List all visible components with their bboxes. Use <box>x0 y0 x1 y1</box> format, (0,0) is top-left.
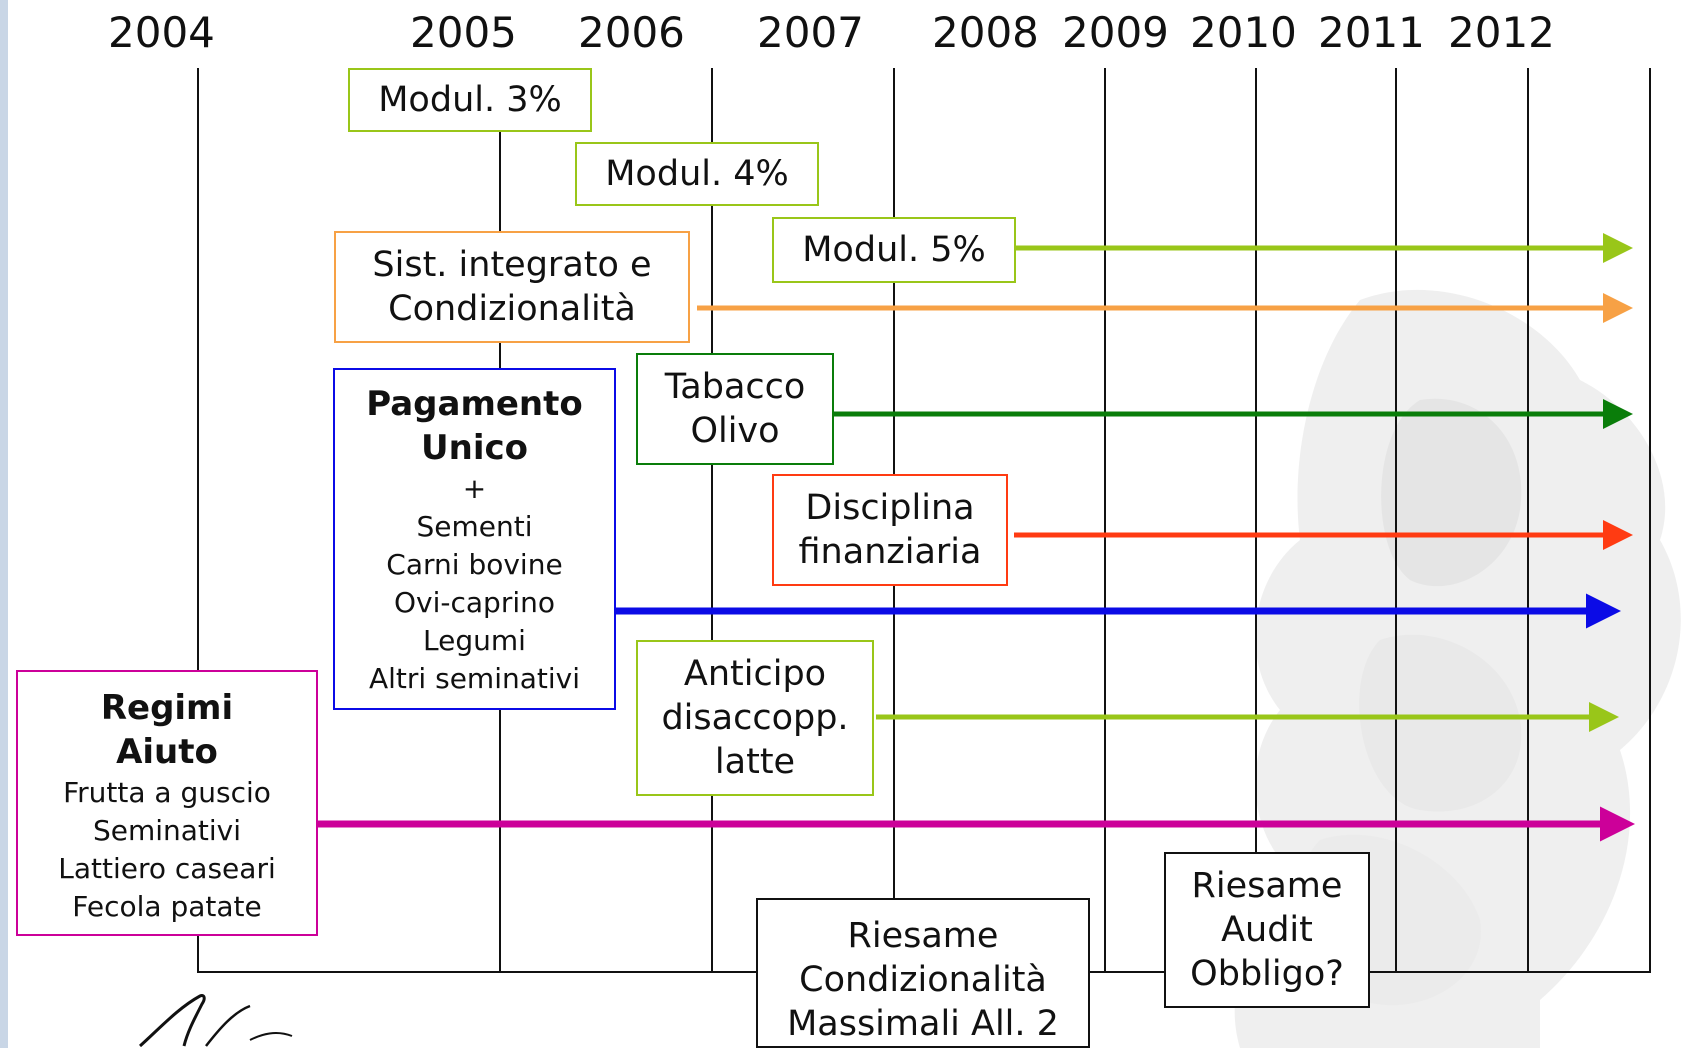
year-label-2004: 2004 <box>108 8 215 57</box>
modul-5-box: Modul. 5% <box>772 217 1016 283</box>
pagamento-title-2: Unico <box>421 428 528 468</box>
year-label-2007: 2007 <box>757 8 864 57</box>
sistema-line-2: Condizionalità <box>388 289 636 329</box>
pagamento-title-1: Pagamento <box>366 384 583 424</box>
pagamento-unico-box: Pagamento Unico + Sementi Carni bovine O… <box>333 368 616 710</box>
year-label-2009: 2009 <box>1062 8 1169 57</box>
year-label-2005: 2005 <box>410 8 517 57</box>
regimi-item-frutta: Frutta a guscio <box>63 776 271 809</box>
pagamento-item-altri-seminativi: Altri seminativi <box>369 662 580 695</box>
left-edge-bar <box>0 0 8 1048</box>
year-label-2006: 2006 <box>578 8 685 57</box>
riesame-audit-line-3: Obbligo? <box>1190 954 1344 994</box>
riesame-condizionalita-box: Riesame Condizionalità Massimali All. 2 <box>756 898 1090 1048</box>
year-label-2012: 2012 <box>1448 8 1555 57</box>
pagamento-item-sementi: Sementi <box>416 510 533 543</box>
tabacco-line-2: Olivo <box>690 411 780 451</box>
tabacco-line-1: Tabacco <box>664 367 806 407</box>
riesame-audit-line-1: Riesame <box>1191 866 1343 906</box>
anticipo-line-3: latte <box>714 742 796 782</box>
modul-3-text: Modul. 3% <box>378 80 562 120</box>
pagamento-item-ovi-caprino: Ovi-caprino <box>394 586 555 619</box>
handwritten-signature-logo <box>139 994 293 1048</box>
year-label-2011: 2011 <box>1318 8 1425 57</box>
regimi-title-1: Regimi <box>100 688 234 728</box>
riesame-cond-line-1: Riesame <box>847 916 999 956</box>
pagamento-item-plus: + <box>462 472 487 505</box>
pagamento-item-carni-bovine: Carni bovine <box>386 548 563 581</box>
riesame-audit-line-2: Audit <box>1221 910 1313 950</box>
sistema-line-1: Sist. integrato e <box>372 245 652 285</box>
anticipo-disaccopp-box: Anticipo disaccopp. latte <box>636 640 874 796</box>
regimi-item-lattiero: Lattiero caseari <box>58 852 276 885</box>
riesame-cond-line-2: Condizionalità <box>799 960 1047 1000</box>
regimi-aiuto-box: Regimi Aiuto Frutta a guscio Seminativi … <box>16 670 318 936</box>
sistema-integrato-box: Sist. integrato e Condizionalità <box>334 231 690 343</box>
riesame-audit-box: Riesame Audit Obbligo? <box>1164 852 1370 1008</box>
disciplina-finanziaria-box: Disciplina finanziaria <box>772 474 1008 586</box>
tabacco-olivo-box: Tabacco Olivo <box>636 353 834 465</box>
regimi-item-fecola: Fecola patate <box>72 890 262 923</box>
disciplina-line-2: finanziaria <box>798 532 982 572</box>
anticipo-line-2: disaccopp. <box>661 698 849 738</box>
modul-3-box: Modul. 3% <box>348 68 592 132</box>
anticipo-line-1: Anticipo <box>683 654 827 694</box>
modul-4-box: Modul. 4% <box>575 142 819 206</box>
pagamento-item-legumi: Legumi <box>423 624 526 657</box>
modul-4-text: Modul. 4% <box>605 154 789 194</box>
disciplina-line-1: Disciplina <box>805 488 975 528</box>
regimi-title-2: Aiuto <box>116 732 218 772</box>
modul-5-text: Modul. 5% <box>802 230 986 270</box>
riesame-cond-line-3: Massimali All. 2 <box>787 1004 1059 1044</box>
year-label-2008: 2008 <box>932 8 1039 57</box>
regimi-item-seminativi: Seminativi <box>92 814 242 847</box>
year-label-2010: 2010 <box>1190 8 1297 57</box>
